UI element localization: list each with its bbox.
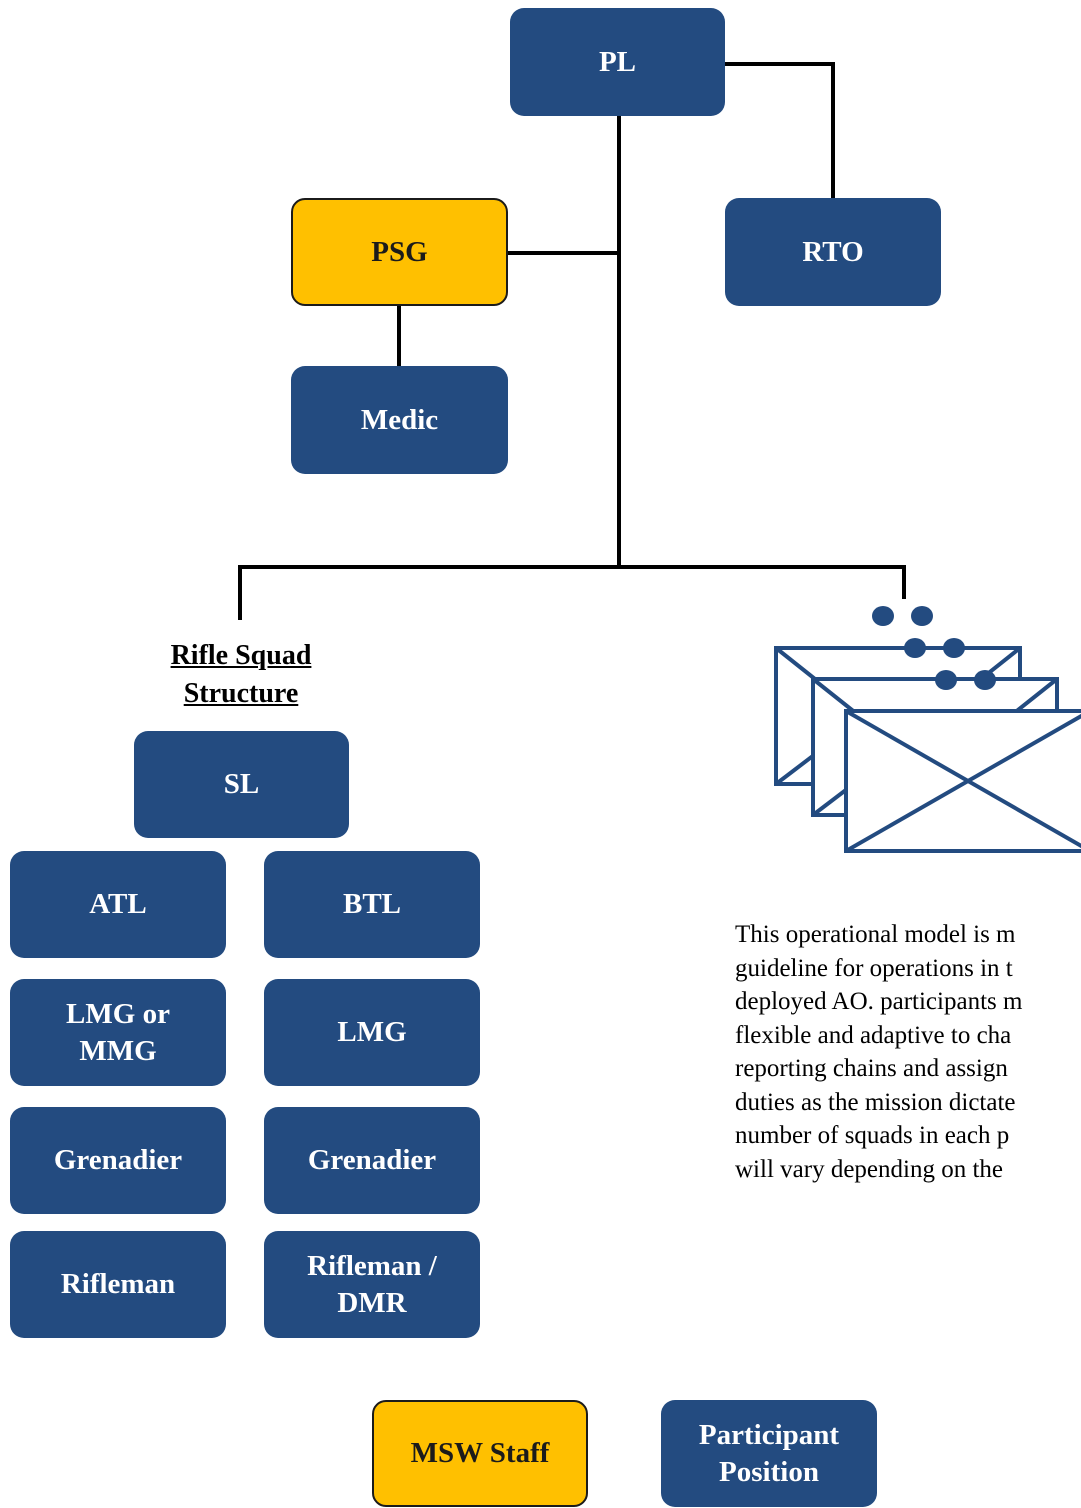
- pl-label: PL: [598, 45, 637, 78]
- operational-note: This operational model is m guideline fo…: [735, 918, 1081, 1186]
- legend-participant: Participant Position: [661, 1400, 877, 1507]
- connector-pl-rto-h: [724, 62, 835, 66]
- b-grenadier-label: Grenadier: [307, 1144, 437, 1177]
- sl-label: SL: [223, 768, 260, 801]
- b-lmg-label: LMG: [337, 1016, 407, 1049]
- connector-squad-right: [902, 565, 906, 599]
- atl-label: ATL: [89, 888, 147, 921]
- squad-heading-line2: Structure: [183, 678, 299, 709]
- connector-squad-left: [238, 565, 242, 620]
- a-grenadier-box: Grenadier: [10, 1107, 226, 1214]
- connector-pl-rto-v: [831, 62, 835, 200]
- connector-psg-h: [507, 251, 619, 255]
- btl-box: BTL: [264, 851, 480, 958]
- squad-heading: Rifle Squad Structure: [130, 637, 352, 713]
- a-grenadier-label: Grenadier: [53, 1144, 183, 1177]
- note-line: reporting chains and assign: [735, 1055, 1008, 1082]
- b-rifleman-label: Rifleman / DMR: [307, 1250, 437, 1319]
- note-line: deployed AO. participants m: [735, 988, 1023, 1015]
- a-rifleman-box: Rifleman: [10, 1231, 226, 1338]
- a-rifleman-label: Rifleman: [60, 1268, 176, 1301]
- a-lmg-label: LMG or MMG: [66, 998, 170, 1067]
- psg-label: PSG: [371, 235, 428, 268]
- connector-psg-medic: [397, 305, 401, 366]
- psg-box: PSG: [291, 198, 508, 306]
- b-grenadier-box: Grenadier: [264, 1107, 480, 1214]
- rto-box: RTO: [725, 198, 941, 306]
- rto-label: RTO: [802, 235, 864, 268]
- legend-staff: MSW Staff: [372, 1400, 588, 1507]
- note-line: This operational model is m: [735, 921, 1016, 948]
- note-line: guideline for operations in t: [735, 954, 1013, 982]
- b-rifleman-box: Rifleman / DMR: [264, 1231, 480, 1338]
- note-line: will vary depending on the: [735, 1155, 1003, 1183]
- squad-heading-line1: Rifle Squad: [170, 640, 312, 671]
- b-lmg-box: LMG: [264, 979, 480, 1086]
- btl-label: BTL: [342, 888, 402, 921]
- a-lmg-box: LMG or MMG: [10, 979, 226, 1086]
- atl-box: ATL: [10, 851, 226, 958]
- note-line: flexible and adaptive to cha: [735, 1021, 1012, 1049]
- connector-pl-trunk: [617, 115, 621, 567]
- envelopes-graphic: [774, 606, 1081, 853]
- note-line: number of squads in each p: [735, 1122, 1010, 1149]
- stacked-envelopes-icon: [760, 595, 1081, 865]
- legend-staff-label: MSW Staff: [410, 1437, 550, 1470]
- pl-box: PL: [510, 8, 725, 116]
- sl-box: SL: [134, 731, 349, 838]
- medic-label: Medic: [360, 403, 439, 436]
- medic-box: Medic: [291, 366, 508, 474]
- legend-participant-label: Participant Position: [698, 1419, 840, 1488]
- note-line: duties as the mission dictate: [735, 1088, 1016, 1116]
- connector-squads-h: [238, 565, 906, 569]
